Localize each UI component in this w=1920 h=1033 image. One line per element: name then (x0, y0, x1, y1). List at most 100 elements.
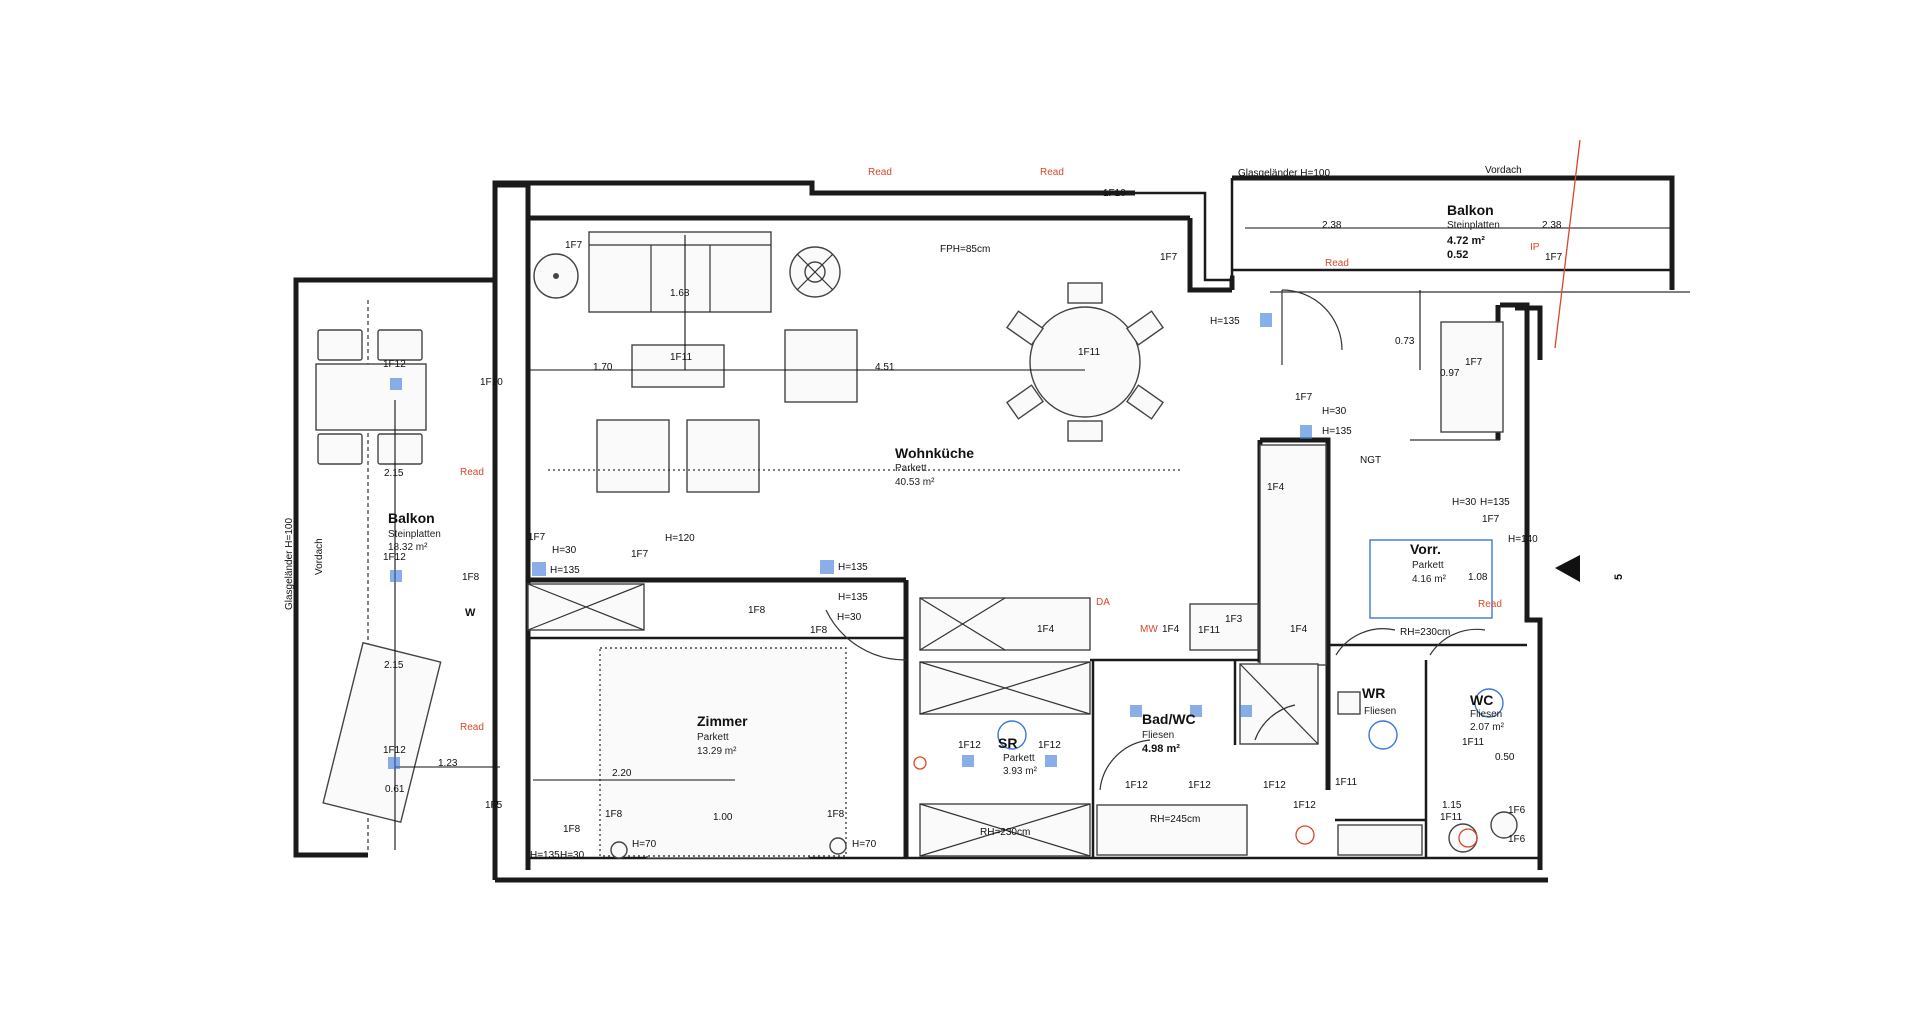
room-vorr-floor: Parkett (1412, 560, 1444, 571)
read-label-3: Read (1325, 258, 1349, 269)
read-label-1: Read (868, 167, 892, 178)
dim-1-23: 1.23 (438, 758, 458, 769)
circuit-1f12-c: 1F12 (383, 745, 406, 756)
h135-label-1: H=135 (838, 562, 868, 573)
circuit-1f11-b: 1F11 (1078, 347, 1100, 358)
circuit-1f7-d: 1F7 (631, 549, 649, 560)
room-wr-name: WR (1362, 685, 1385, 701)
circuit-1f6-b: 1F6 (1508, 834, 1526, 845)
room-zimmer-area: 13.29 m² (697, 746, 737, 757)
h30-label-4: H=30 (1452, 497, 1477, 508)
dim-1-15: 1.15 (1442, 800, 1462, 811)
circuit-1f7-b: 1F7 (1160, 252, 1178, 263)
circuit-1f7-g: 1F7 (1545, 252, 1563, 263)
room-wohnkueche-floor: Parkett (895, 463, 927, 474)
room-bad-name: Bad/WC (1142, 711, 1196, 727)
room-balkon-left-floor: Steinplatten (388, 529, 441, 540)
h135-label-4: H=135 (1322, 426, 1352, 437)
dim-0-73: 0.73 (1395, 336, 1415, 347)
circuit-1f8-c: 1F8 (810, 625, 828, 636)
dim-2-15-b: 2.15 (384, 660, 404, 671)
fph-label: FPH=85cm (940, 244, 990, 255)
h120-label: H=120 (665, 533, 695, 544)
room-zimmer-name: Zimmer (697, 713, 748, 729)
circuit-1f4-c: 1F4 (1290, 624, 1308, 635)
h30-label-2: H=30 (837, 612, 862, 623)
circuit-1f12-d: 1F12 (958, 740, 981, 751)
circuit-1f8-f: 1F8 (827, 809, 845, 820)
room-wohnkueche-name: Wohnküche (895, 445, 974, 461)
living-furniture (533, 231, 1180, 493)
room-sr-area: 3.93 m² (1003, 766, 1038, 777)
plan-labels: Wohnküche Parkett 40.53 m² FPH=85cm Zimm… (284, 165, 1625, 861)
circuit-1f8-d: 1F8 (563, 824, 581, 835)
circuit-1f4-b: 1F4 (1162, 624, 1180, 635)
glasgelaender-left: Glasgeländer H=100 (284, 518, 295, 610)
kitchen-units (527, 444, 1327, 857)
circuit-1f12-f: 1F12 (1125, 780, 1148, 791)
circuit-1f11-d: 1F11 (1335, 777, 1357, 788)
circuit-1f11-a: 1F11 (670, 352, 692, 363)
circuit-1f7-h: 1F7 (1482, 514, 1500, 525)
ngt-label: NGT (1360, 455, 1381, 466)
read-label-6: Read (1478, 599, 1502, 610)
circuit-1f12-a: 1F12 (383, 359, 406, 370)
dim-2-15-a: 2.15 (384, 468, 404, 479)
h70-label-1: H=70 (632, 839, 657, 850)
circuit-1f8-g: 1F10 (480, 377, 503, 388)
room-balkon-left-name: Balkon (388, 510, 435, 526)
h135-label-7: H=135 (1480, 497, 1510, 508)
circuit-1f4-a: 1F4 (1037, 624, 1055, 635)
room-wc-floor: Fliesen (1470, 709, 1502, 720)
dim-1-00: 1.00 (713, 812, 733, 823)
circuit-1f8-a: 1F8 (462, 572, 480, 583)
da-label: DA (1096, 597, 1110, 608)
room-balkon-top-extra: 0.52 (1447, 249, 1468, 261)
circuit-1f10: 1F10 (1103, 188, 1126, 199)
circuit-1f7-c: 1F7 (528, 532, 546, 543)
room-wohnkueche-area: 40.53 m² (895, 477, 935, 488)
ip-label: IP (1530, 242, 1540, 253)
room-vorr-area: 4.16 m² (1412, 574, 1447, 585)
circuit-1f3: 1F3 (1225, 614, 1243, 625)
circuit-1f4-d: 1F4 (1267, 482, 1285, 493)
circuit-1f6-a: 1F6 (1508, 805, 1526, 816)
circuit-1f12-h: 1F12 (1263, 780, 1286, 791)
circuit-1f12-g: 1F12 (1188, 780, 1211, 791)
h135-label-3: H=135 (1210, 316, 1240, 327)
room-wr-floor: Fliesen (1364, 706, 1396, 717)
room-wc-area: 2.07 m² (1470, 722, 1505, 733)
vordach-left: Vordach (314, 538, 325, 575)
dim-2-38-a: 2.38 (1322, 220, 1342, 231)
dim-1-70: 1.70 (593, 362, 613, 373)
circuit-1f7-f: 1F7 (1465, 357, 1483, 368)
circuit-1f11-c: 1F11 (1198, 625, 1220, 636)
room-balkon-left-area: 18.32 m² (388, 542, 428, 553)
h30-label-1: H=30 (552, 545, 577, 556)
w-label: W (465, 607, 476, 619)
h135-label-6: H=135 (550, 565, 580, 576)
room-sr-floor: Parkett (1003, 753, 1035, 764)
balcony-left (293, 277, 500, 858)
room-balkon-top-floor: Steinplatten (1447, 220, 1500, 231)
dim-2-20: 2.20 (612, 768, 632, 779)
circuit-1f11-f: 1F11 (1440, 812, 1462, 823)
read-label-5: Read (460, 722, 484, 733)
h30-label-3: H=30 (1322, 406, 1347, 417)
room-balkon-top-name: Balkon (1447, 202, 1494, 218)
dim-1-68: 1.68 (670, 288, 690, 299)
circuit-1f8-e: 1F8 (605, 809, 623, 820)
electrical-symbols (388, 139, 1581, 848)
h30-label-5: H=30 (560, 850, 585, 861)
outer-walls (492, 175, 1690, 883)
h135-label-5: H=135 (530, 850, 560, 861)
room-vorr-name: Vorr. (1410, 541, 1441, 557)
read-label-2: Read (1040, 167, 1064, 178)
rh245-label: RH=245cm (1150, 814, 1200, 825)
room-balkon-top-area: 4.72 m² (1447, 235, 1485, 247)
h135-label-2: H=135 (838, 592, 868, 603)
vordach-top: Vordach (1485, 165, 1522, 176)
bath-fixtures (1096, 321, 1518, 856)
room-zimmer-floor: Parkett (697, 732, 729, 743)
